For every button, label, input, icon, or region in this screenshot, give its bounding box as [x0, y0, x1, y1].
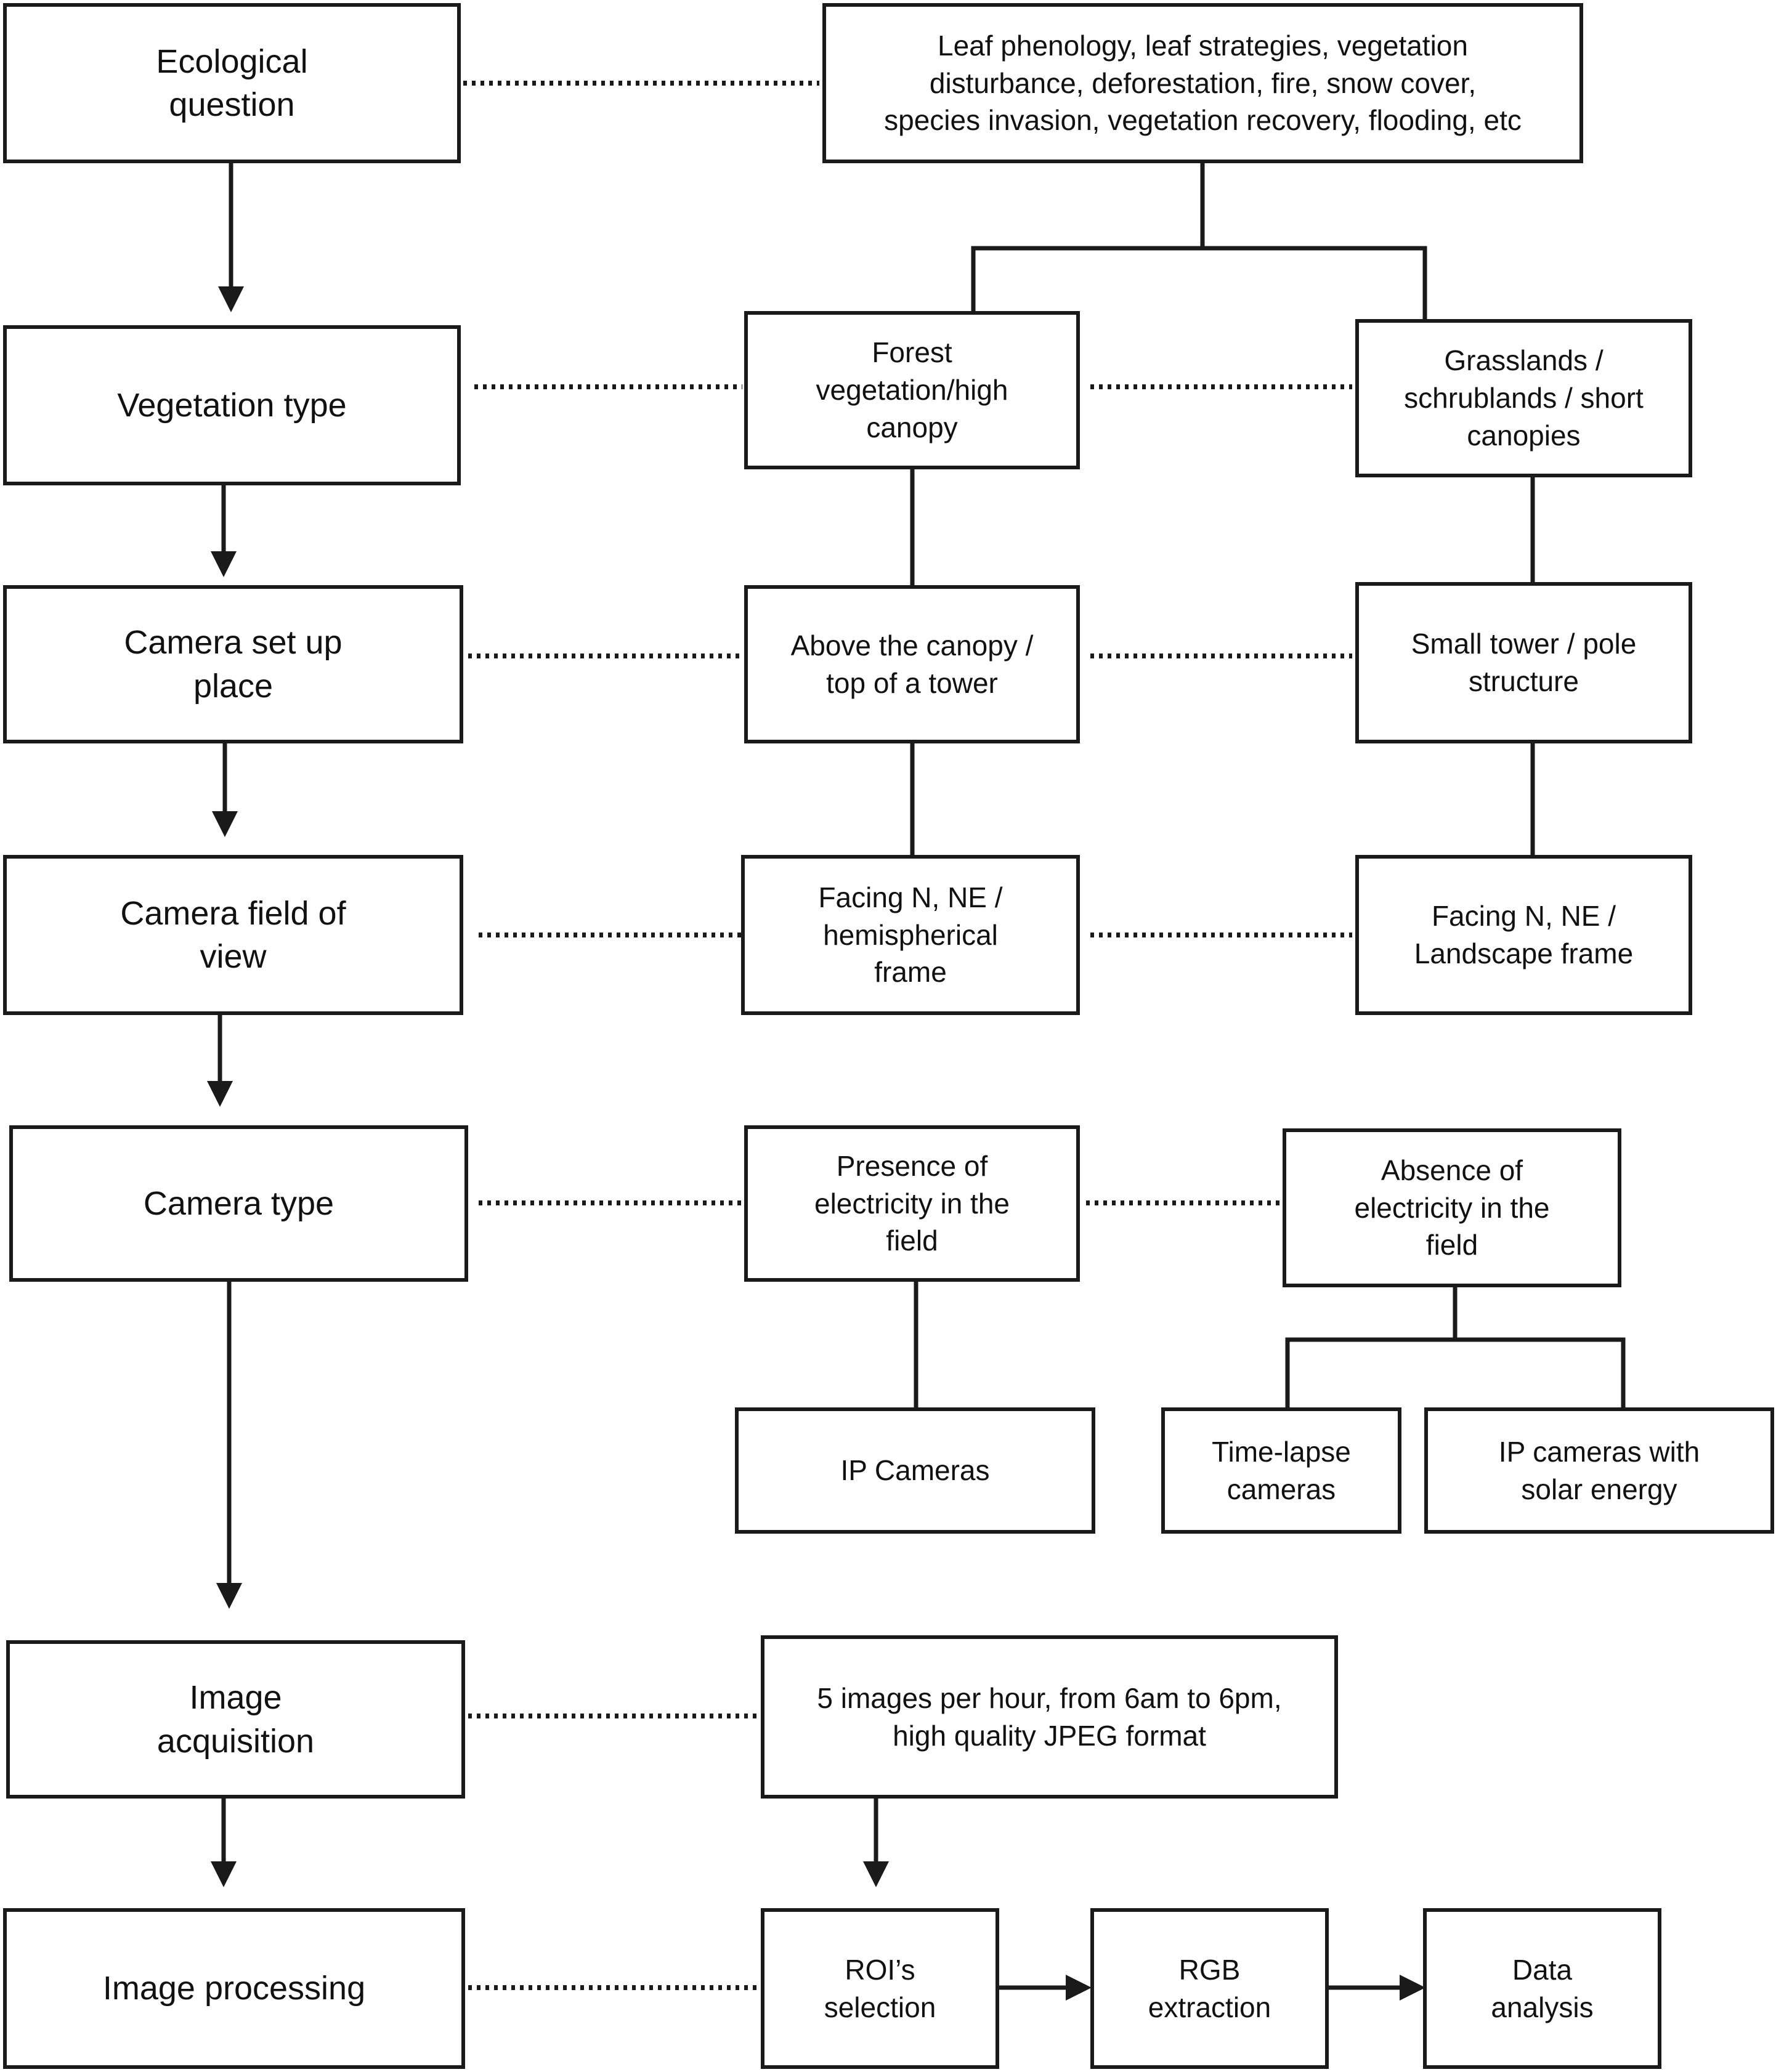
box-presence-electricity: Presence of electricity in the field — [744, 1125, 1080, 1282]
box-ip-cameras: IP Cameras — [735, 1407, 1095, 1534]
box-above-canopy: Above the canopy / top of a tower — [744, 585, 1080, 743]
branch-examples-to-grasslands — [1200, 246, 1427, 322]
step-label: Ecological question — [156, 42, 308, 123]
box-data-analysis: Data analysis — [1423, 1908, 1661, 2069]
option-label: Small tower / pole structure — [1411, 628, 1637, 697]
box-forest-vegetation: Forest vegetation/high canopy — [744, 311, 1080, 469]
option-label: 5 images per hour, from 6am to 6pm, high… — [817, 1681, 1282, 1752]
option-label: IP cameras with solar energy — [1498, 1435, 1700, 1505]
step-label: Image acquisition — [156, 1679, 315, 1760]
box-absence-electricity: Absence of electricity in the field — [1283, 1128, 1621, 1287]
option-label: Forest vegetation/high canopy — [816, 336, 1008, 443]
option-label: Facing N, NE / hemispherical frame — [818, 881, 1003, 989]
option-label: Leaf phenology, leaf strategies, vegetat… — [884, 29, 1522, 137]
step-label: Camera set up place — [124, 624, 343, 705]
option-label: Presence of electricity in the field — [814, 1149, 1010, 1257]
option-label: Time-lapse cameras — [1212, 1435, 1351, 1505]
step-ecological-question: Ecological question — [3, 3, 461, 163]
step-camera-type: Camera type — [9, 1125, 468, 1282]
option-label: ROI’s selection — [824, 1953, 936, 2023]
branch-absence-to-timelapse — [1285, 1285, 1458, 1410]
step-camera-field-of-view: Camera field of view — [3, 855, 463, 1015]
box-grasslands: Grasslands / schrublands / short canopie… — [1355, 319, 1692, 477]
step-label: Camera field of view — [120, 894, 346, 975]
step-camera-set-up-place: Camera set up place — [3, 585, 463, 743]
option-label: RGB extraction — [1148, 1953, 1271, 2023]
box-ip-cameras-solar: IP cameras with solar energy — [1424, 1407, 1774, 1534]
box-image-settings: 5 images per hour, from 6am to 6pm, high… — [761, 1635, 1338, 1799]
box-rgb-extraction: RGB extraction — [1090, 1908, 1329, 2069]
step-vegetation-type: Vegetation type — [3, 325, 461, 485]
branch-absence-to-solar — [1453, 1337, 1626, 1410]
box-facing-hemispherical: Facing N, NE / hemispherical frame — [741, 855, 1080, 1015]
box-time-lapse-cameras: Time-lapse cameras — [1161, 1407, 1401, 1534]
box-roi-selection: ROI’s selection — [761, 1908, 999, 2069]
step-label: Image processing — [102, 1970, 366, 2007]
option-label: Data analysis — [1491, 1953, 1594, 2023]
option-label: Above the canopy / top of a tower — [790, 629, 1034, 699]
option-label: Grasslands / schrublands / short canopie… — [1404, 344, 1644, 451]
step-label: Camera type — [143, 1184, 335, 1222]
option-label: IP Cameras — [840, 1454, 990, 1487]
step-label: Vegetation type — [117, 386, 347, 424]
branch-examples-to-vegetation — [971, 161, 1205, 314]
box-ecological-examples: Leaf phenology, leaf strategies, vegetat… — [822, 3, 1583, 163]
step-image-acquisition: Image acquisition — [6, 1640, 465, 1799]
box-facing-landscape: Facing N, NE / Landscape frame — [1355, 855, 1692, 1015]
option-label: Facing N, NE / Landscape frame — [1414, 900, 1634, 969]
step-image-processing: Image processing — [3, 1908, 465, 2069]
option-label: Absence of electricity in the field — [1354, 1154, 1550, 1261]
box-small-tower: Small tower / pole structure — [1355, 582, 1692, 743]
